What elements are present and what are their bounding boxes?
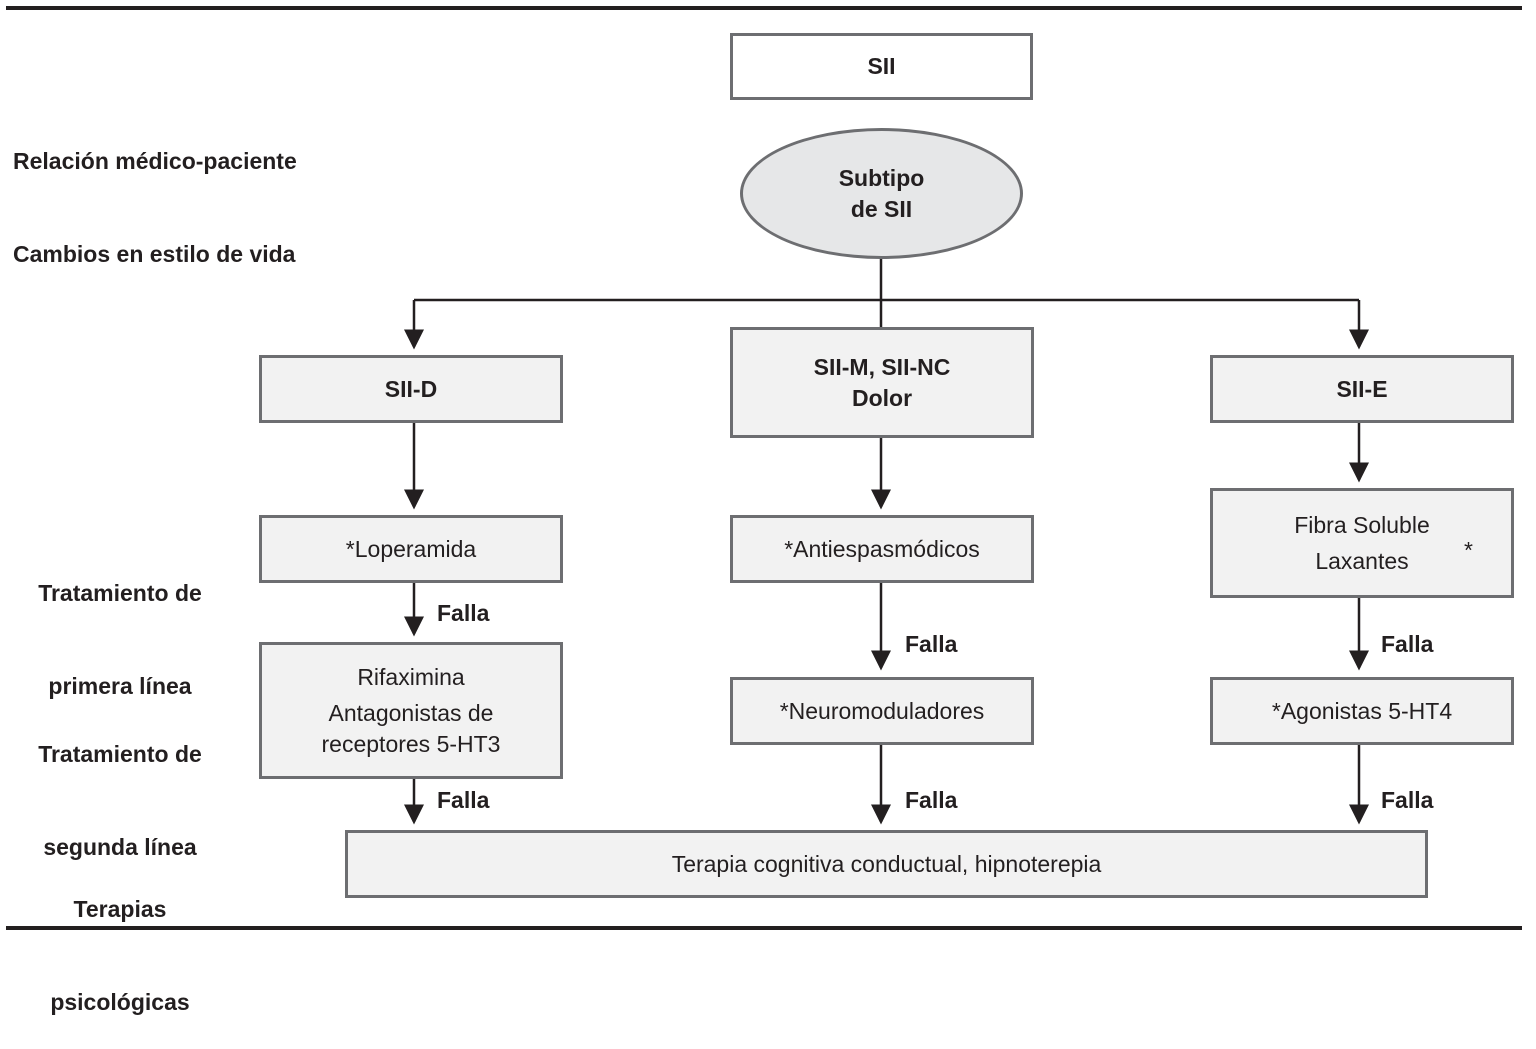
node-fiber-line1: Fibra Soluble xyxy=(1294,511,1430,538)
subtype-line2: de SII xyxy=(850,195,913,222)
node-rifaximin-line2: Antagonistas de xyxy=(328,699,494,726)
subtype-node: Subtipo de SII xyxy=(740,128,1023,259)
node-neuromodulators: *Neuromoduladores xyxy=(730,677,1034,745)
root-node-sii: SII xyxy=(730,33,1033,100)
bottom-rule xyxy=(6,926,1522,930)
node-sii-m-nc: SII-M, SII-NC Dolor xyxy=(730,327,1034,438)
node-antispasmodics: *Antiespasmódicos xyxy=(730,515,1034,583)
general-measures-label: Relación médico-paciente Cambios en esti… xyxy=(13,84,297,301)
first-line-label-line1: Tratamiento de xyxy=(38,580,202,606)
subtype-line1: Subtipo xyxy=(838,164,925,191)
failure-label-m1: Falla xyxy=(905,631,958,657)
node-sii-m-line2: Dolor xyxy=(851,384,913,411)
second-line-treatment-label: Tratamiento de segunda línea xyxy=(20,677,220,894)
general-measures-line1: Relación médico-paciente xyxy=(13,148,297,174)
connectors xyxy=(404,258,1369,825)
psych-label-line2: psicológicas xyxy=(50,989,190,1015)
node-fiber-star: * xyxy=(1464,537,1473,563)
psych-label-line1: Terapias xyxy=(73,896,167,922)
node-sii-e-label: SII-E xyxy=(1336,375,1388,402)
node-rifaximin: Rifaximina Antagonistas de receptores 5-… xyxy=(259,642,563,779)
node-5ht4-agonists: *Agonistas 5-HT4 xyxy=(1210,677,1514,745)
first-line-treatment-label: Tratamiento de primera línea xyxy=(20,516,220,733)
failure-label-d2: Falla xyxy=(437,787,490,813)
second-line-label-line1: Tratamiento de xyxy=(38,741,202,767)
node-rifaximin-line1: Rifaximina xyxy=(357,663,465,690)
node-psychological-therapy: Terapia cognitiva conductual, hipnoterep… xyxy=(345,830,1428,898)
failure-label-e2: Falla xyxy=(1381,787,1434,813)
failure-label-e1: Falla xyxy=(1381,631,1434,657)
node-sii-d: SII-D xyxy=(259,355,563,423)
node-sii-e: SII-E xyxy=(1210,355,1514,423)
node-rifaximin-line3: receptores 5-HT3 xyxy=(321,730,501,757)
general-measures-line2: Cambios en estilo de vida xyxy=(13,241,296,267)
root-node-label: SII xyxy=(867,53,896,79)
node-sii-d-label: SII-D xyxy=(384,375,438,402)
second-line-label-line2: segunda línea xyxy=(43,834,197,860)
node-neuromodulators-label: *Neuromoduladores xyxy=(779,697,985,724)
failure-label-m2: Falla xyxy=(905,787,958,813)
node-fiber-line2: Laxantes xyxy=(1315,547,1409,574)
node-psychological-therapy-label: Terapia cognitiva conductual, hipnoterep… xyxy=(671,850,1102,877)
psychological-therapies-label: Terapias psicológicas xyxy=(20,832,220,1049)
node-soluble-fiber: Fibra Soluble Laxantes xyxy=(1210,488,1514,598)
node-5ht4-label: *Agonistas 5-HT4 xyxy=(1271,697,1453,724)
node-loperamide: *Loperamida xyxy=(259,515,563,583)
top-rule xyxy=(6,6,1522,10)
node-sii-m-line1: SII-M, SII-NC xyxy=(813,353,951,380)
first-line-label-line2: primera línea xyxy=(48,673,192,699)
failure-label-d1: Falla xyxy=(437,600,490,626)
node-antispasmodics-label: *Antiespasmódicos xyxy=(784,535,980,562)
node-loperamide-label: *Loperamida xyxy=(345,535,477,562)
